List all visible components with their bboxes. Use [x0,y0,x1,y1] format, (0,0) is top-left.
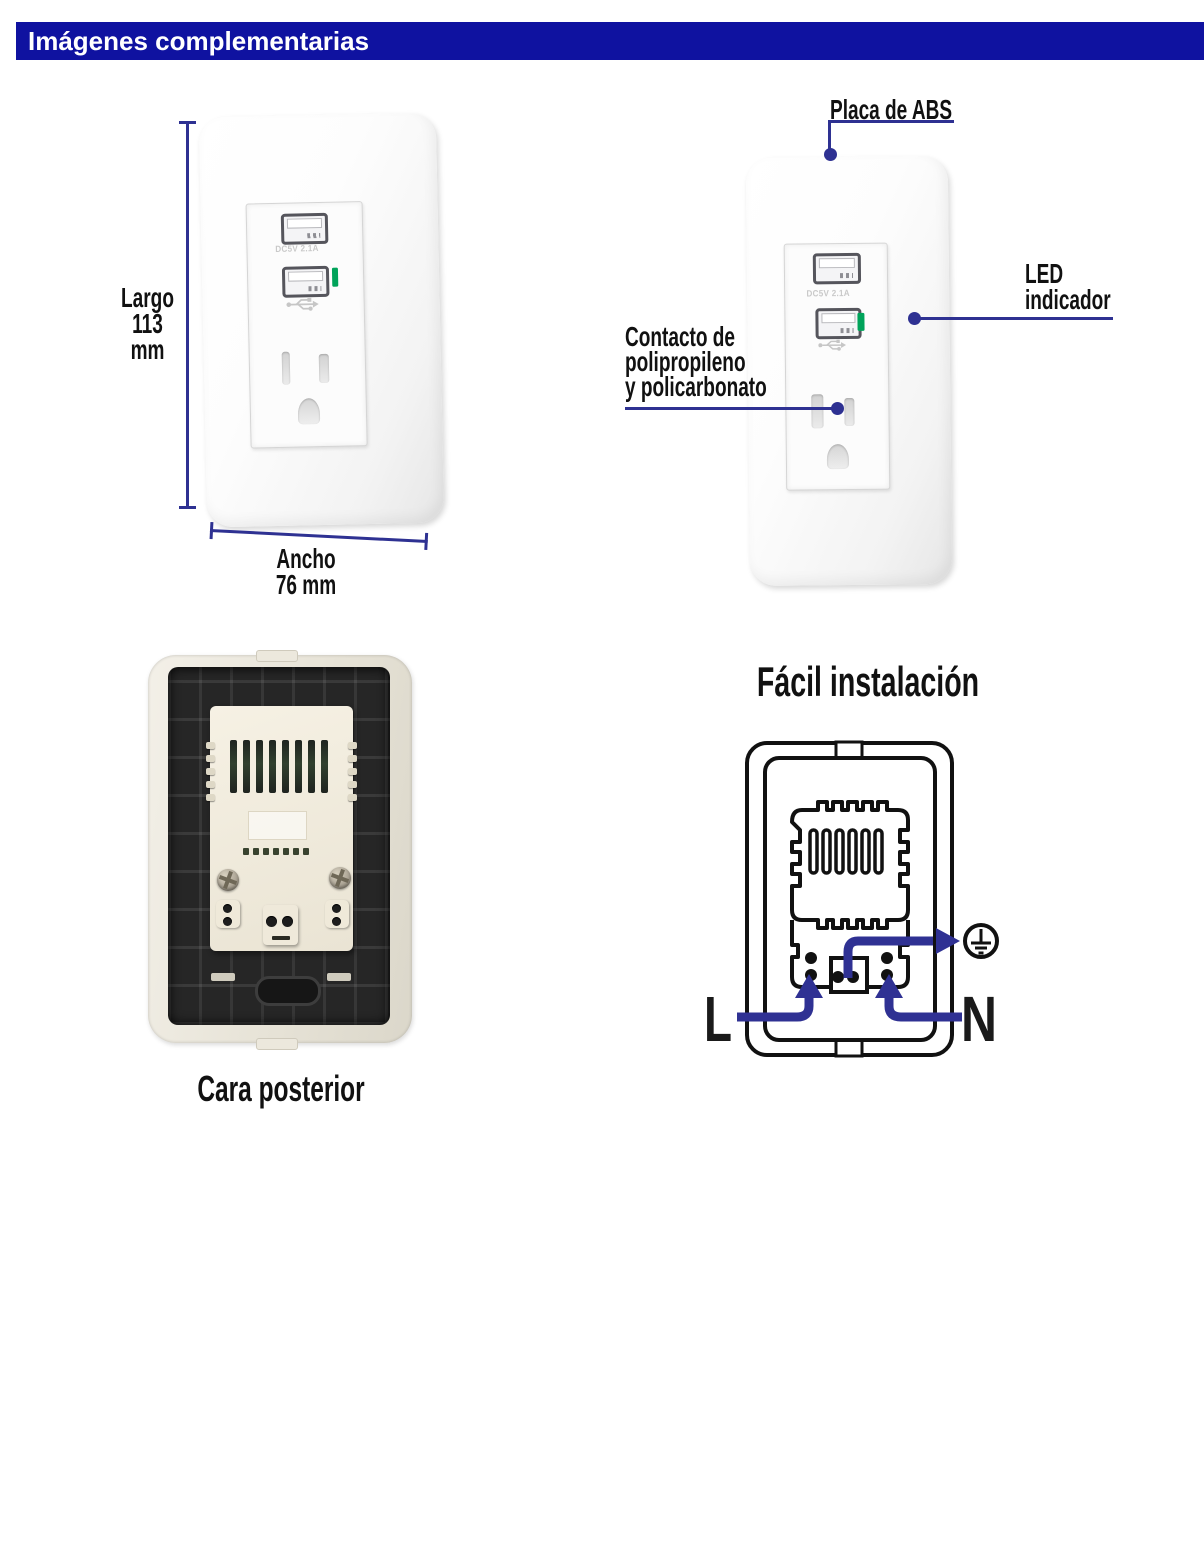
outlet-ground-hole [826,444,850,470]
callout-led-dot [908,312,921,325]
largo-dimension-label: Largo 113 mm [121,282,174,365]
frame-notch-right [327,973,351,981]
header-bar [16,22,1204,60]
neutral-label: N [961,983,997,1055]
terminal-block-center [263,905,298,945]
diagram-tab-bottom [834,1038,864,1058]
module-label-area [248,811,307,840]
back-view-figure [148,650,412,1050]
ancho-dimension-label: Ancho 76 mm [275,543,337,600]
callout-contact-line [625,407,833,410]
outlet-module: DC5V 2.1A [783,242,891,491]
terminal-left [216,900,240,928]
module-side-tabs-left [206,742,215,801]
callout-plate-line-h [828,120,954,123]
module-side-tabs-right [348,742,357,801]
ventilation-slots [230,740,328,793]
line-wire-arrow [737,997,814,1022]
back-module [206,706,357,951]
terminal-right [325,900,349,928]
outlet-annotated-photo: DC5V 2.1A [745,155,953,587]
frame-notch-left [211,973,235,981]
outlet-module: DC5V 2.1A [245,201,368,449]
outlet-slot-left [811,394,824,429]
installation-title: Fácil instalación [756,658,980,705]
back-plate-tab-top [256,650,298,662]
diagram-inner-plate [763,756,937,1042]
led-indicator [857,312,865,331]
front-view-figure: Largo 113 mm DC5V 2.1A [0,80,600,620]
installation-diagram: L N [704,740,999,1058]
outlet-slot-right [844,397,855,427]
wire-arrowheads [795,928,960,998]
earth-ground-icon [963,923,999,959]
back-view-caption: Cara posterior [197,1068,365,1109]
callout-contact-label: Contacto de polipropileno y policarbonat… [625,321,767,402]
usb-trident-icon [286,297,319,311]
callout-led-line [915,317,1113,320]
line-label: L [704,983,732,1055]
diagram-tab-top [834,740,864,760]
largo-dimension-cap-bottom [179,506,196,509]
back-plate-tab-bottom [256,1038,298,1050]
callout-plate-label: Placa de ABS [830,94,953,125]
ground-wire-arrow [843,936,933,978]
screw-right [329,867,351,889]
annotated-view-figure: DC5V 2.1A Placa de [0,0,1204,620]
module-vent-dashes [243,848,309,855]
callout-plate-dot [824,148,837,161]
usb-trident-icon [818,339,847,351]
usb-port-top [812,252,862,285]
outlet-front-photo: DC5V 2.1A [198,112,445,528]
usb-spec-label: DC5V 2.1A [806,287,850,299]
callout-led-label: LED indicador [1025,258,1111,315]
neutral-wire-arrow [884,997,962,1022]
mounting-frame [168,667,390,1025]
callout-plate-line-v [828,120,831,151]
screw-left [217,869,239,891]
page-title: Imágenes complementarias [28,26,370,56]
diagram-vent-slots [808,828,884,875]
largo-dimension-line [186,122,189,509]
mounting-oval-slot [255,976,321,1006]
callout-contact-dot [831,402,844,415]
wire-arrows [737,936,962,1022]
usb-port-bottom [815,307,862,340]
